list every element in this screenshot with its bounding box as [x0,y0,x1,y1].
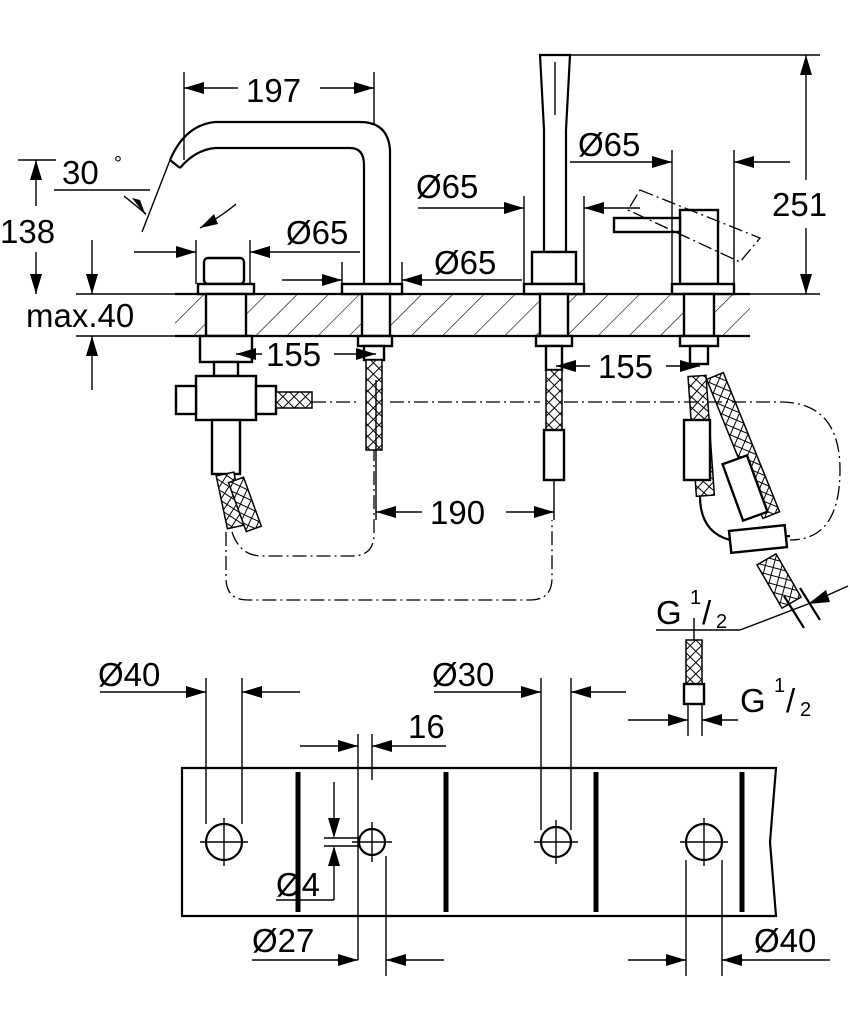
dimension-o65-mixer: Ø65 [570,126,790,284]
dimension-138: 138 [0,159,56,294]
spout [168,120,404,451]
dim-o40-left-label: Ø40 [98,656,160,693]
dim-30-label: 30 [62,154,99,191]
hose-detail: G 1 / 2 [628,618,811,736]
dimension-155-left: 155 [236,336,376,373]
dim-o30-label: Ø30 [432,656,494,693]
hand-shower [522,53,586,482]
dim-251-label: 251 [772,186,827,223]
hose-routing-lines [225,401,841,601]
dimension-o40-right: Ø40 [628,860,830,976]
dim-o40-right-label: Ø40 [754,922,816,959]
dimension-o65-spout: Ø65 [282,244,522,286]
degree-symbol: ° [114,153,122,175]
dim-155-left-label: 155 [266,336,321,373]
dimension-197: 197 [183,72,375,160]
thread-g-lower: G [740,682,766,719]
dimension-max40: max.40 [26,240,196,390]
dim-o65-mixer-label: Ø65 [578,126,640,163]
center-lines [375,380,555,520]
thread-sep-upper: / [702,594,712,631]
plan-view-deck [180,766,778,918]
mixer-body [612,189,821,629]
thread-num-lower: 1 [774,675,785,697]
dim-138-label: 138 [0,213,55,250]
dimension-251: 251 [540,54,827,295]
dimension-o65-shower: Ø65 [416,168,640,284]
dimension-16: 16 [300,708,446,960]
left-valve [174,256,313,533]
dimension-o27: Ø27 [252,856,444,976]
dimension-o4: Ø4 [276,782,360,903]
dimension-o40-left: Ø40 [98,656,300,824]
thread-num-upper: 1 [690,587,701,609]
thread-label-g12-upper: G 1 / 2 [656,585,849,633]
dimension-o65-left: Ø65 [134,214,360,284]
thread-sep-lower: / [786,682,796,719]
countertop-section [175,292,750,338]
dimension-155-right: 155 [556,348,700,385]
dim-o65-left-label: Ø65 [286,214,348,251]
dim-o65-spout-label: Ø65 [434,244,496,281]
dim-max40-label: max.40 [26,297,134,334]
thread-g-upper: G [656,594,682,631]
dim-o27-label: Ø27 [252,922,314,959]
dim-190-label: 190 [430,494,485,531]
dimension-190: 190 [376,494,554,531]
plan-holes [200,818,728,866]
dimension-o30: Ø30 [432,656,626,830]
dim-o4-label: Ø4 [276,866,320,903]
dim-197-label: 197 [246,72,301,109]
dim-16-label: 16 [408,708,445,745]
dimension-30-angle: 30 ° [54,153,237,233]
thread-den-lower: 2 [800,699,811,721]
dim-o65-shower-label: Ø65 [416,168,478,205]
dim-155-right-label: 155 [598,348,653,385]
thread-den-upper: 2 [716,611,727,633]
